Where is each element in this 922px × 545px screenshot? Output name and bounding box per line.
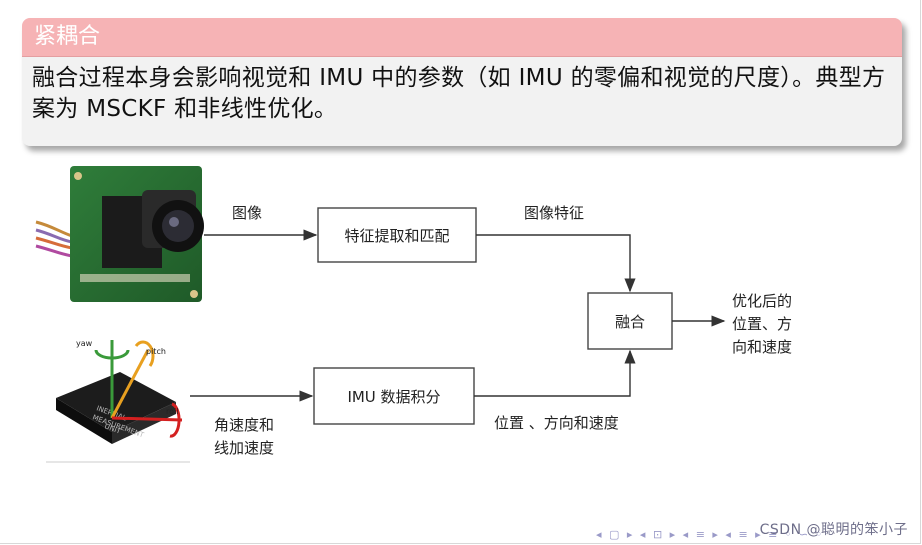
fusion-box-label: 融合 [615,313,645,331]
imu-input-label-1: 角速度和 [214,416,274,434]
result-label-2: 位置、方 [732,315,792,333]
tight-coupling-block: 紧耦合 融合过程本身会影响视觉和 IMU 中的参数（如 IMU 的零偏和视觉的尺… [22,18,902,146]
roll-label: roll [166,407,178,416]
imu-image: INERTIAL MEASUREMENT UNIT yaw pitch roll [46,339,190,463]
imu-box-label: IMU 数据积分 [347,388,440,406]
camera-output-label: 图像 [232,204,262,222]
result-label-1: 优化后的 [732,292,792,310]
imu-box [313,367,475,425]
fusion-box [587,292,673,350]
pitch-label: pitch [146,347,166,356]
feature-box [317,207,477,263]
camera-image [35,166,204,302]
feature-to-fusion-arrow [476,234,636,293]
beamer-navigation[interactable]: ◂ ▢ ▸ ◂ ⊡ ▸ ◂ ≡ ▸ ◂ ≡ ▸ ≡ ◦ ∽ ◦ [596,528,825,541]
imu-input-label-2: 线加速度 [214,439,274,457]
imu-output-label: 位置 、方向和速度 [494,414,619,432]
feature-box-label: 特征提取和匹配 [344,227,449,245]
block-body: 融合过程本身会影响视觉和 IMU 中的参数（如 IMU 的零偏和视觉的尺度）。典… [32,65,886,122]
yaw-label: yaw [76,339,93,348]
feature-output-label: 图像特征 [524,204,584,222]
watermark: CSDN @聪明的笨小子 [759,522,908,538]
result-label-3: 向和速度 [732,338,792,356]
integration-to-fusion-arrow [474,349,636,397]
block-title: 紧耦合 [22,18,902,57]
